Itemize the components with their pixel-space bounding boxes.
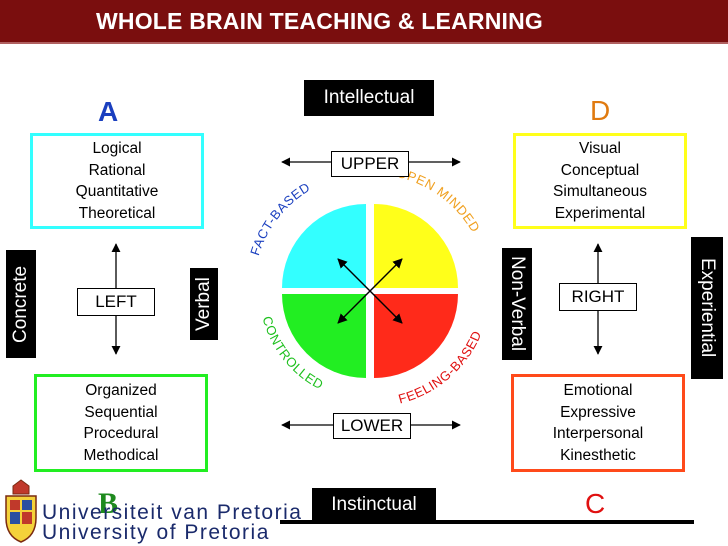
trait-text: Kinesthetic bbox=[560, 446, 636, 464]
trait-text: Logical bbox=[92, 140, 142, 157]
trait-text: Conceptual bbox=[560, 161, 640, 179]
trait-text: Organized bbox=[85, 382, 157, 399]
trait-text: Sequential bbox=[84, 403, 158, 421]
center-arrow bbox=[369, 258, 403, 292]
university-name-english: University of Pretoria bbox=[42, 521, 270, 544]
trait-text: Methodical bbox=[83, 446, 159, 464]
label-right: RIGHT bbox=[559, 283, 637, 311]
quadrant-letter-a: A bbox=[98, 96, 119, 127]
quadrant-wedge-c bbox=[374, 294, 458, 378]
quadrant-wedge-d bbox=[374, 204, 458, 288]
quadrant-box-b: Organized Sequential Procedural Methodic… bbox=[34, 374, 208, 472]
trait-text: Experimental bbox=[554, 204, 646, 222]
university-crest-icon bbox=[5, 479, 37, 543]
quadrant-wedge-a bbox=[282, 204, 366, 288]
quadrant-box-c: Emotional Expressive Interpersonal Kines… bbox=[511, 374, 685, 472]
trait-text: Visual bbox=[579, 140, 621, 157]
center-arrow bbox=[337, 258, 371, 292]
label-lower: LOWER bbox=[333, 413, 411, 439]
center-arrow bbox=[369, 290, 403, 324]
axis-label-right-inner: Non-Verbal bbox=[502, 248, 532, 360]
center-arrow bbox=[337, 290, 371, 324]
title-bar: WHOLE BRAIN TEACHING & LEARNING bbox=[0, 0, 728, 44]
trait-text: Rational bbox=[88, 161, 146, 179]
footer-divider bbox=[280, 520, 694, 524]
quadrant-letter-b: B bbox=[98, 487, 119, 520]
axis-label-top: Intellectual bbox=[304, 80, 434, 116]
trait-text: Expressive bbox=[560, 403, 636, 421]
university-name-afrikaans: Universiteit van Pretoria bbox=[42, 501, 303, 524]
quadrant-box-d: Visual Conceptual Simultaneous Experimen… bbox=[513, 133, 687, 229]
label-upper: UPPER bbox=[331, 151, 409, 177]
axis-label-right: Experiential bbox=[691, 237, 723, 379]
quadrant-letter-d: D bbox=[590, 95, 611, 126]
trait-text: Emotional bbox=[563, 382, 633, 399]
axis-label-bottom: Instinctual bbox=[312, 488, 436, 522]
trait-text: Theoretical bbox=[78, 204, 156, 222]
trait-text: Quantitative bbox=[75, 183, 159, 200]
label-left: LEFT bbox=[77, 288, 155, 316]
trait-text: Procedural bbox=[83, 425, 159, 442]
quadrant-letter-c: C bbox=[585, 488, 606, 519]
page-title: WHOLE BRAIN TEACHING & LEARNING bbox=[96, 8, 544, 34]
quadrant-box-a: Logical Rational Quantitative Theoretica… bbox=[30, 133, 204, 229]
trait-text: Interpersonal bbox=[552, 425, 644, 442]
trait-text: Simultaneous bbox=[553, 183, 647, 200]
